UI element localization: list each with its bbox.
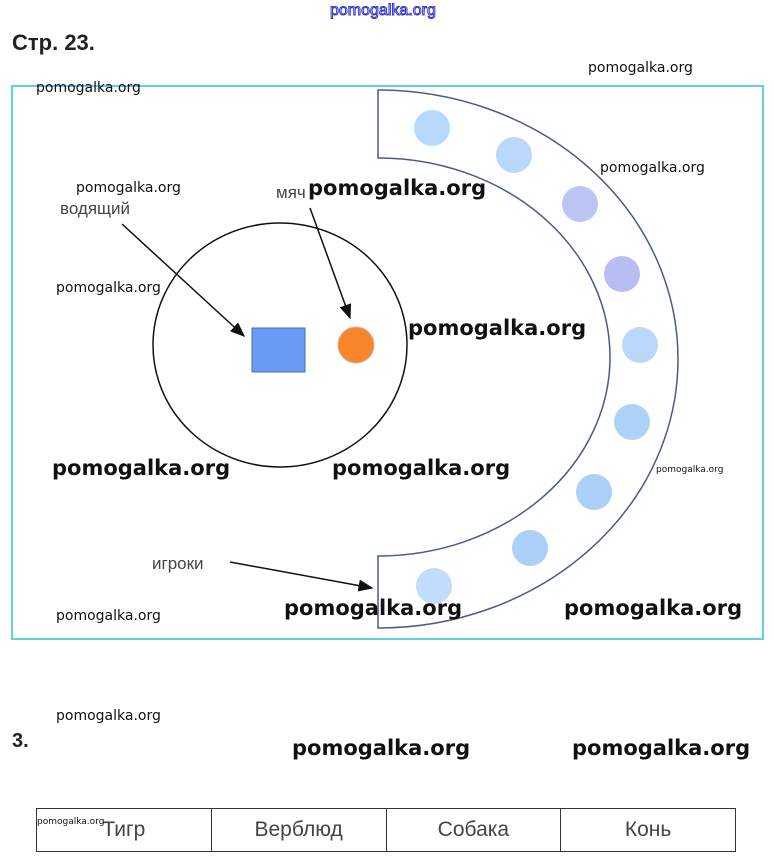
player (496, 137, 532, 173)
ball-label: мяч (276, 183, 306, 202)
watermark: pomogalka.org (56, 280, 161, 296)
table-cell: Конь (560, 808, 736, 852)
watermark: pomogalka.org (564, 596, 743, 620)
watermark: pomogalka.org (588, 60, 693, 76)
players-arc (377, 89, 679, 629)
task-number: 3. (12, 730, 29, 752)
player (512, 530, 548, 566)
player (604, 256, 640, 292)
watermark: pomogalka.org (56, 708, 161, 724)
player (622, 327, 658, 363)
players-group (414, 110, 658, 604)
page-title: Стр. 23. (12, 30, 95, 55)
player (614, 404, 650, 440)
watermark: pomogalka.org (600, 160, 705, 176)
field-frame (11, 85, 764, 640)
players-arrow (229, 561, 374, 592)
cell-text: Тигр (102, 818, 146, 841)
player (416, 568, 452, 604)
watermark: pomogalka.org (284, 596, 463, 620)
watermark: pomogalka.org (308, 176, 487, 200)
watermark: pomogalka.org (332, 456, 511, 480)
leader-arrow (121, 223, 246, 338)
watermark: pomogalka.org (36, 80, 141, 96)
watermark: pomogalka.org (292, 736, 471, 760)
player (562, 186, 598, 222)
watermark: pomogalka.org (656, 465, 724, 475)
ball (337, 326, 375, 364)
player (414, 110, 450, 146)
watermark: pomogalka.org (52, 456, 231, 480)
ball-arrow (309, 207, 352, 320)
watermark: pomogalka.org (56, 608, 161, 624)
watermark: pomogalka.org (408, 316, 587, 340)
players-label: игроки (152, 554, 204, 573)
header-watermark: pomogalka.org (330, 2, 437, 20)
leader-square (251, 327, 306, 373)
table-cell: Верблюд (210, 808, 387, 852)
watermark: pomogalka.org (572, 736, 751, 760)
leader-label: водящий (60, 199, 130, 218)
table-cell: Собака (385, 808, 562, 852)
inner-circle (152, 222, 408, 468)
watermark: pomogalka.org (76, 180, 181, 196)
player (576, 474, 612, 510)
watermark: pomogalka.org (37, 817, 105, 827)
